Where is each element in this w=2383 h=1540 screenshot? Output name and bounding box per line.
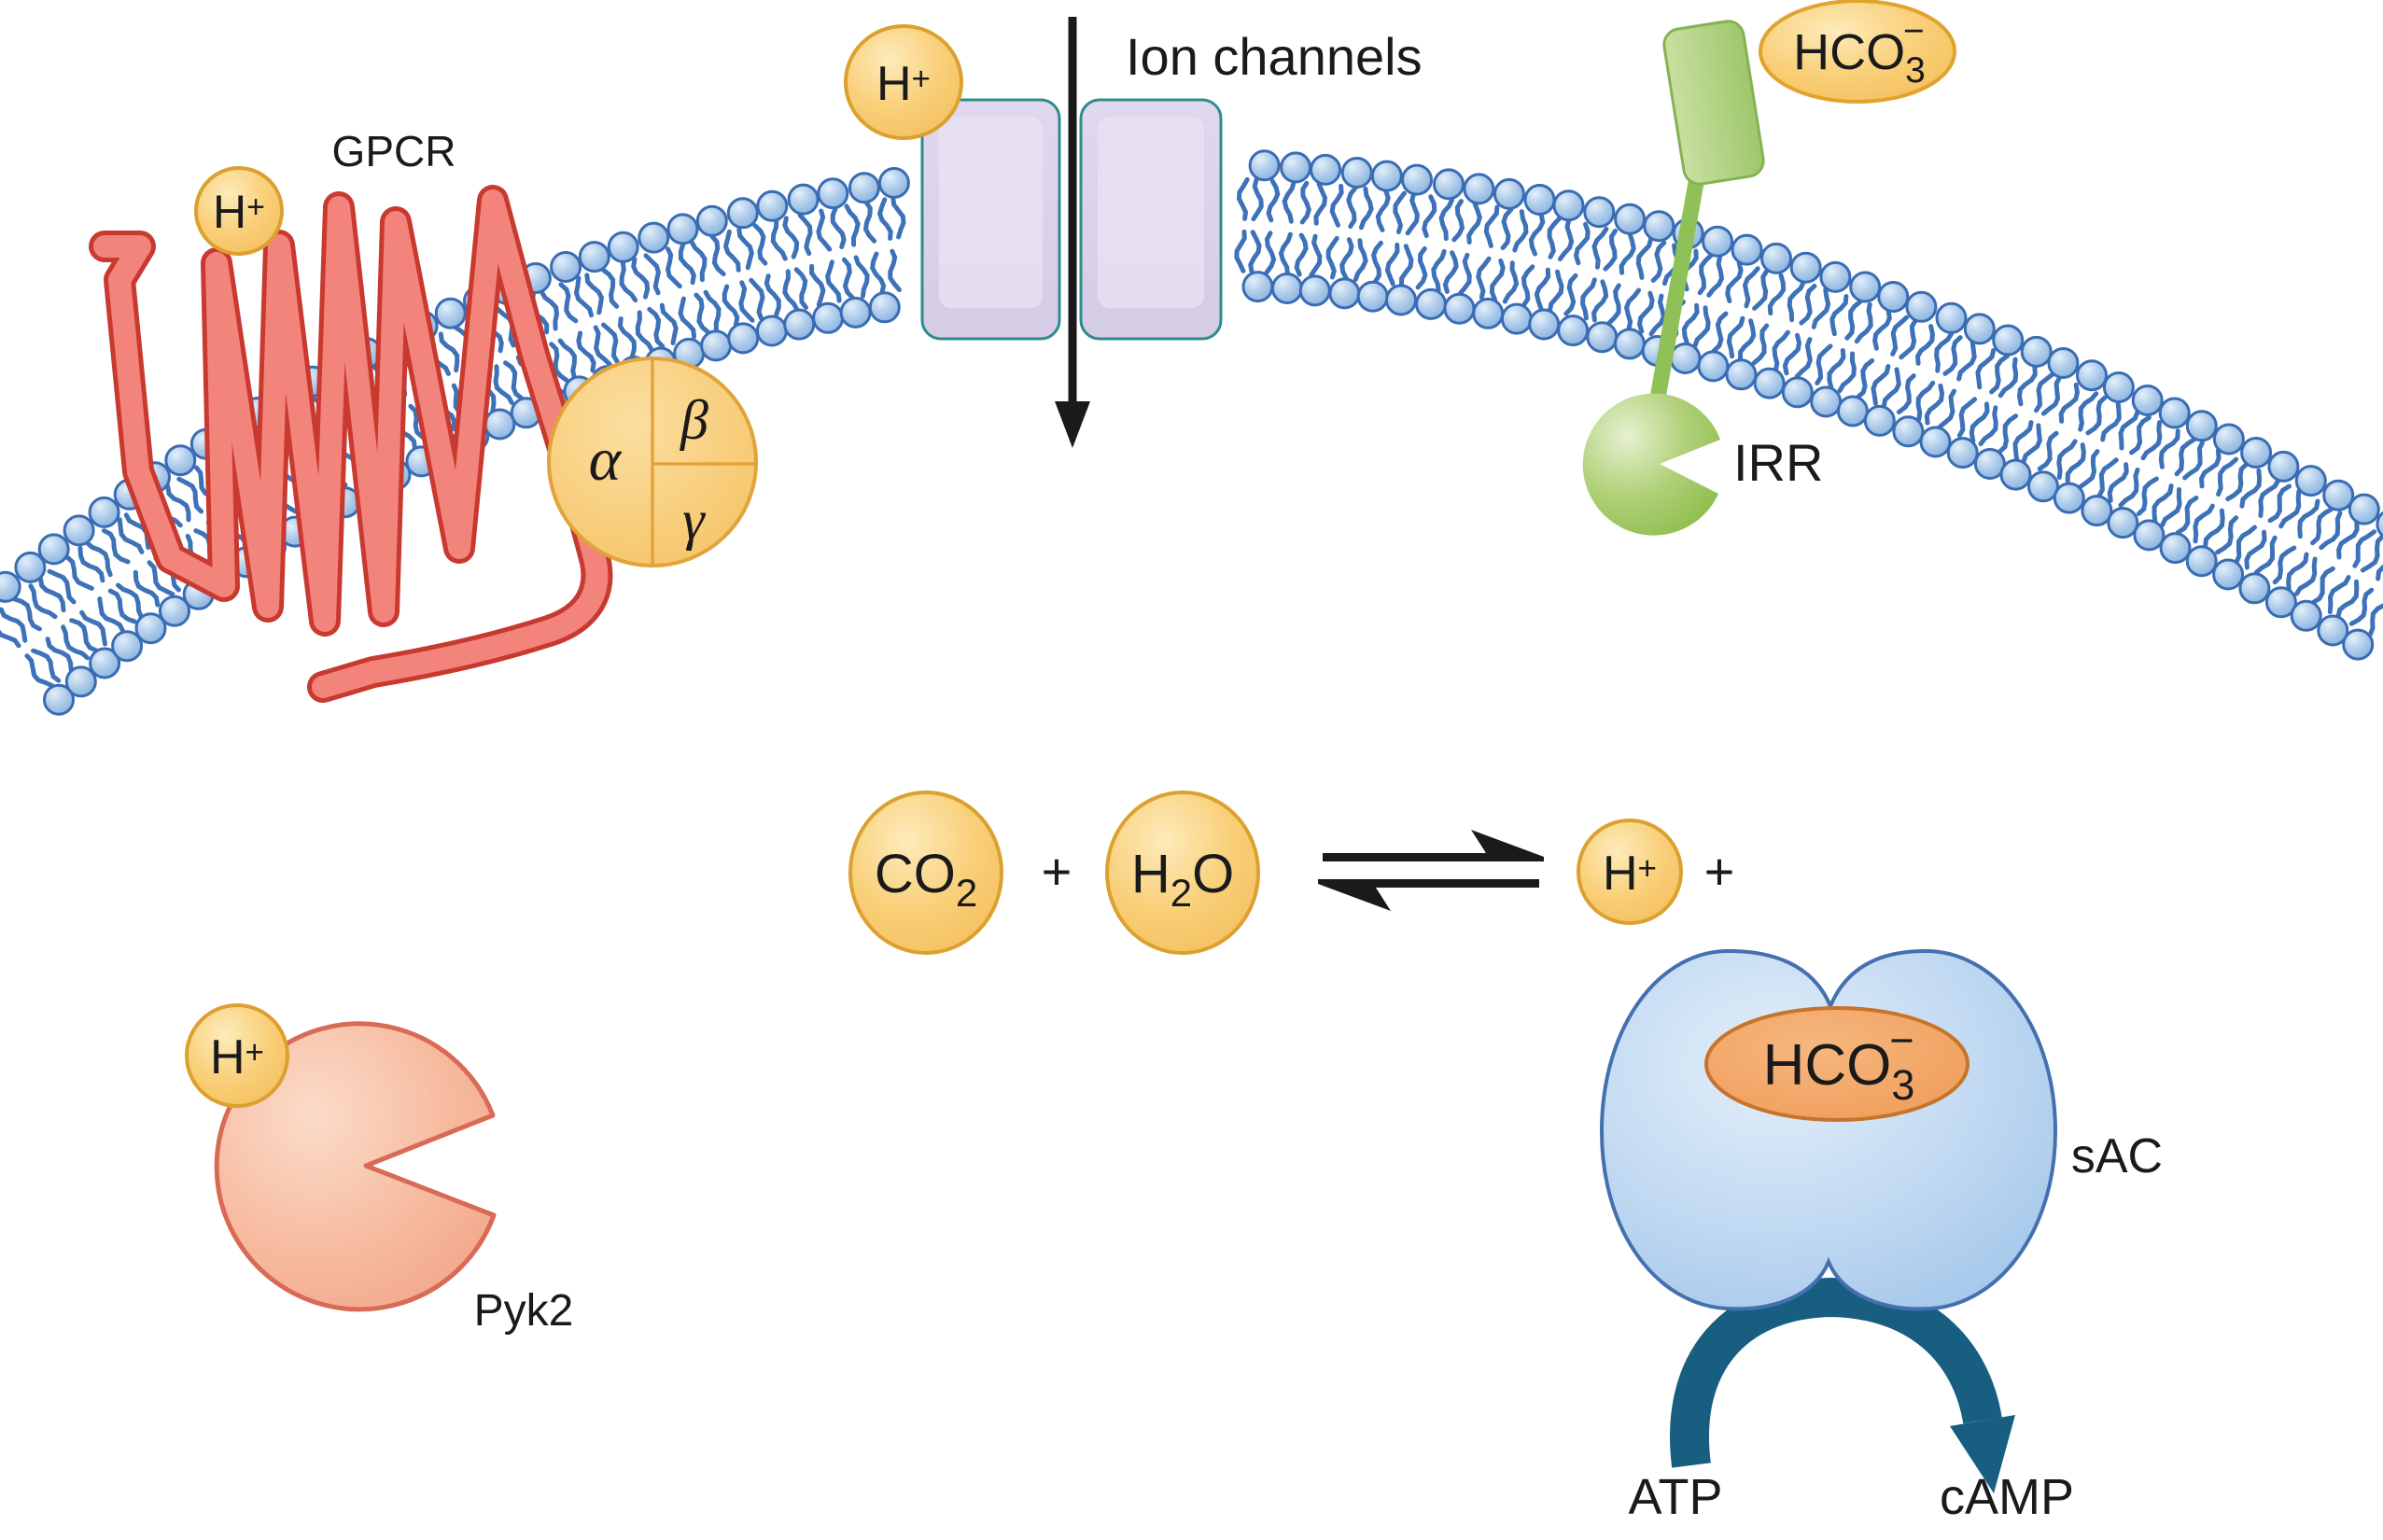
gpcr-proton-label: H+ [213, 186, 265, 238]
channel-proton-ligand [844, 24, 963, 140]
ion-channel-right-highlight [1098, 117, 1204, 308]
gpcr-receptor [89, 185, 613, 703]
lipid-tails [0, 176, 2383, 689]
pyk2-proton-ligand [185, 1003, 289, 1108]
g-alpha-label: α [589, 426, 623, 494]
carbonic-acid-equation: CO2 + H2O H+ + [848, 791, 1735, 955]
sac-bicarbonate-label: HCO3− [1763, 1016, 1915, 1109]
membrane-ligands: H+ H+ [194, 24, 963, 256]
pyk2-proton-label: H+ [210, 1030, 264, 1085]
h2o-molecule [1105, 791, 1260, 955]
sac-label: sAC [2071, 1129, 2163, 1183]
hco3-ligand-label: HCO3− [1793, 11, 1926, 91]
pyk2-kinase: H+ Pyk2 [185, 1003, 574, 1336]
ion-channels-label: Ion channels [1126, 27, 1423, 86]
proton-product-label: H+ [1603, 847, 1657, 901]
sac-bilobed-body [1599, 948, 2058, 1311]
irr-receptor: HCO3− IRR [1582, 0, 1956, 536]
gpcr-label: GPCR [332, 127, 456, 175]
sac-enzyme: HCO3− sAC ATP cAMP [1599, 948, 2163, 1525]
pyk2-label: Pyk2 [474, 1286, 574, 1336]
channel-proton-label: H+ [876, 57, 931, 111]
hco3-ligand-ellipse [1759, 0, 1956, 104]
plus-sign-left: + [1042, 842, 1072, 901]
equilibrium-harpoon-reverse [1318, 879, 1539, 911]
pyk2-pacman [214, 1021, 497, 1312]
atp-label: ATP [1628, 1469, 1722, 1525]
co2-molecule [848, 791, 1003, 955]
plus-sign-right: + [1704, 842, 1735, 901]
gpcr-ribbon [93, 189, 609, 698]
gpcr-proton-ligand [194, 166, 284, 256]
sac-bicarbonate-site [1704, 1006, 1969, 1122]
ion-flux-arrow-head [1055, 401, 1090, 448]
equilibrium-harpoon-forward [1323, 830, 1544, 861]
h2o-label: H2O [1131, 844, 1234, 915]
g-beta-label: β [680, 389, 708, 451]
g-gamma-label: γ [682, 489, 706, 551]
ion-channel-left-highlight [939, 117, 1043, 308]
atp-to-camp-arrow-arc [1670, 1277, 2002, 1468]
irr-label: IRR [1733, 433, 1823, 492]
proton-product [1577, 819, 1683, 925]
camp-label: cAMP [1940, 1469, 2074, 1525]
g-protein-trimer: α β γ [547, 357, 758, 567]
co2-label: CO2 [875, 844, 977, 915]
irr-kinase-pacman [1582, 393, 1720, 536]
atp-to-camp-arrow-head [1950, 1415, 2015, 1493]
irr-extracellular-domain [1662, 20, 1765, 186]
irr-stalk [1644, 175, 1705, 431]
ion-channel-pair [920, 17, 1223, 448]
